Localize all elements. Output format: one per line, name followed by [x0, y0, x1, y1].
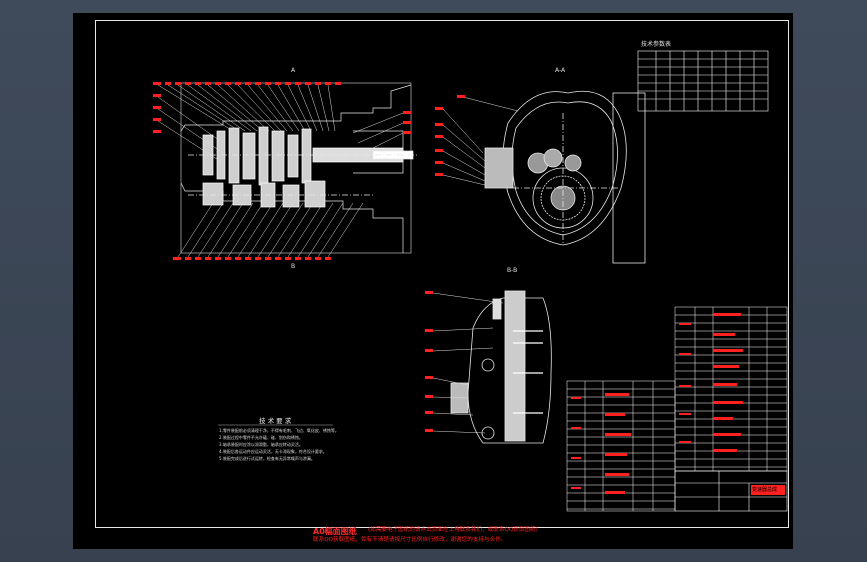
title-block-label: 变速器总成 [752, 487, 778, 493]
parts-list [566, 306, 788, 512]
view-label-bb: B-B [507, 267, 518, 274]
view-label-b: B [291, 263, 296, 270]
footer-note-1: (如需要电子图纸的请点击页面左上角联系我们，或联系QQ获取图纸) [368, 527, 538, 533]
tech-req-line: 1.零件装配前必须清理干净，不得有毛刺、飞边、氧化皮、锈蚀等。 [219, 428, 339, 433]
paper-size-banner: A0幅面图纸 [313, 527, 357, 536]
footer-note-2: 联系QQ获取图纸，如有不清楚请按尺寸比例自行修改，谢谢您的支持与合作。 [313, 537, 507, 543]
spec-table [637, 50, 769, 112]
drawing-sheet: A A-A B B-B 技术参数表 技 术 要 求 1.零件装配前必须清理干净，… [73, 13, 793, 549]
main-section-view [153, 82, 418, 260]
drawing-canvas [153, 50, 788, 512]
view-label-a: A [291, 67, 296, 74]
drawing-frame [95, 20, 789, 528]
tech-req-line: 2.装配过程中零件不允许磕、碰、划伤和锈蚀。 [219, 435, 303, 440]
view-label-aa: A-A [555, 67, 566, 74]
tech-req-title: 技 术 要 求 [259, 417, 292, 425]
end-view [435, 90, 646, 264]
title-block [674, 470, 788, 512]
tech-req-list: 1.零件装配前必须清理干净，不得有毛刺、飞边、氧化皮、锈蚀等。 2.装配过程中零… [219, 427, 339, 462]
spec-table-title: 技术参数表 [641, 41, 672, 48]
detail-section-view [425, 290, 552, 444]
tech-req-line: 5.装配完成后进行试运转，检查有无异常噪声与渗漏。 [219, 456, 315, 461]
tech-req-line: 3.轴承装配时应涂以润滑脂，轴承应转动灵活。 [219, 442, 303, 447]
tech-req-line: 4.装配后各运动件应运动灵活，无卡滞现象，符合设计要求。 [219, 449, 327, 454]
